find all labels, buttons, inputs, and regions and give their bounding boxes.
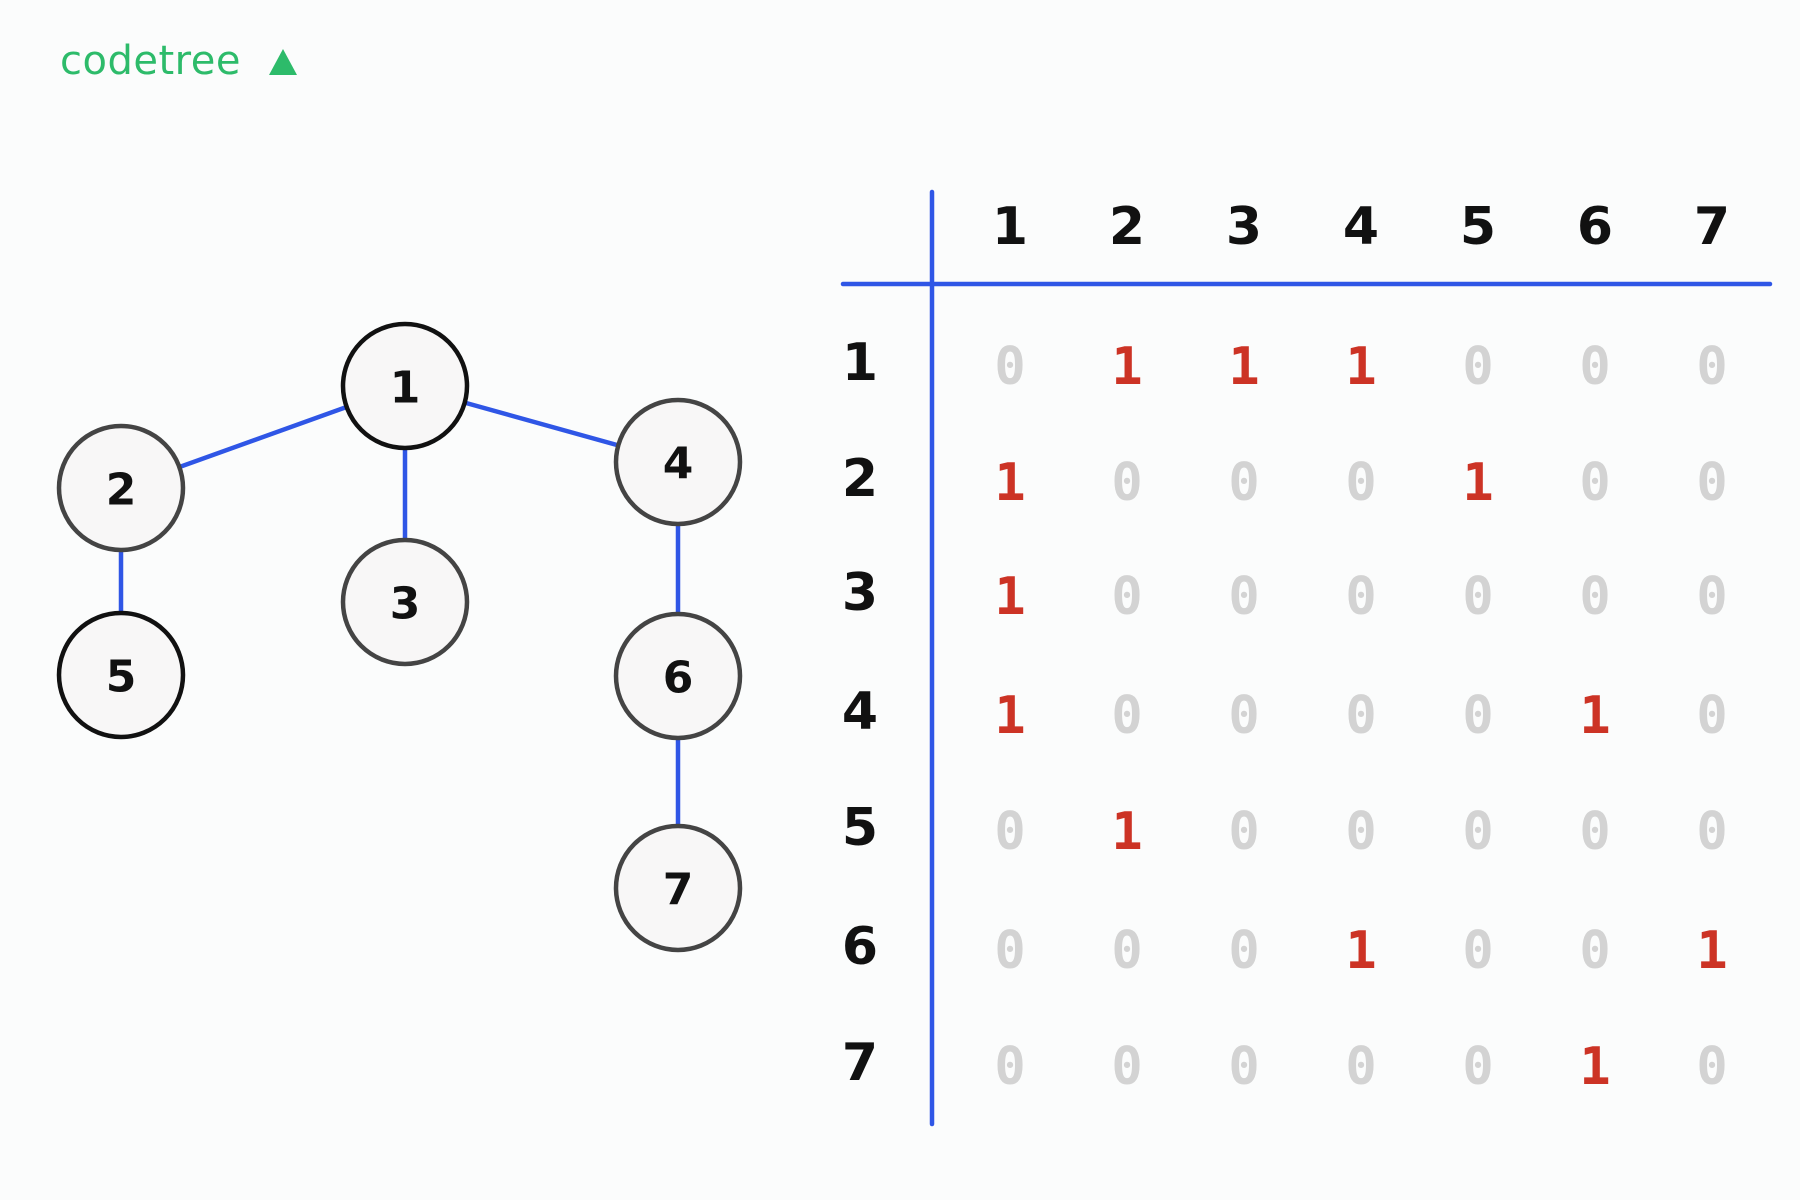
matrix-cell: 0	[1228, 567, 1259, 627]
matrix-cell: 0	[1345, 453, 1376, 513]
matrix-cell: 0	[1111, 921, 1142, 981]
matrix-cell: 0	[1345, 1037, 1376, 1097]
matrix-cell: 0	[1579, 453, 1610, 513]
matrix-cell: 0	[994, 1037, 1025, 1097]
node-4: 4	[613, 397, 743, 527]
matrix-cell: 0	[1228, 1037, 1259, 1097]
matrix-cell: 0	[1696, 567, 1727, 627]
row-header: 6	[842, 917, 878, 977]
node-3: 3	[340, 537, 470, 667]
node-6: 6	[613, 611, 743, 741]
matrix-cell: 0	[1228, 686, 1259, 746]
matrix-cell: 1	[1579, 1037, 1610, 1097]
node-circle	[613, 823, 743, 953]
node-label: 3	[390, 579, 421, 630]
matrix-cell: 1	[1462, 453, 1493, 513]
matrix-cell: 0	[1462, 686, 1493, 746]
node-circle	[340, 321, 470, 451]
matrix-cell: 0	[1696, 802, 1727, 862]
matrix-cells: 0 1 1 1 0 0 0 1 0 0 0 1 0 0 1 0 0 0 0 0 0 1 0 0 0 0 1 0 0 1 0 0 0 0 0 0 0 0 1 0…	[994, 337, 1727, 1097]
matrix-cell: 0	[1696, 337, 1727, 397]
column-header: 7	[1694, 197, 1730, 257]
matrix-cell: 0	[1228, 921, 1259, 981]
matrix-cell: 0	[1345, 802, 1376, 862]
node-circle	[340, 537, 470, 667]
matrix-cell: 0	[1462, 337, 1493, 397]
matrix-cell: 0	[994, 337, 1025, 397]
node-label: 4	[663, 439, 694, 490]
matrix-cell: 1	[1696, 921, 1727, 981]
matrix-cell: 0	[1579, 921, 1610, 981]
matrix-cell: 1	[994, 686, 1025, 746]
matrix-cell: 0	[1696, 1037, 1727, 1097]
row-headers: 1 2 3 4 5 6 7	[842, 333, 878, 1093]
matrix-cell: 0	[1462, 1037, 1493, 1097]
node-label: 1	[390, 363, 421, 414]
matrix-cell: 1	[1345, 337, 1376, 397]
matrix-cell: 0	[1228, 453, 1259, 513]
row-header: 5	[842, 798, 878, 858]
matrix-cell: 0	[1228, 802, 1259, 862]
matrix-cell: 0	[1111, 1037, 1142, 1097]
matrix-cell: 0	[1111, 453, 1142, 513]
column-header: 4	[1343, 197, 1379, 257]
node-label: 7	[663, 865, 694, 916]
matrix-cell: 0	[1345, 567, 1376, 627]
matrix-cell: 0	[994, 802, 1025, 862]
matrix-cell: 0	[1111, 686, 1142, 746]
matrix-cell: 0	[1462, 802, 1493, 862]
matrix-cell: 0	[1579, 802, 1610, 862]
column-headers: 1 2 3 4 5 6 7	[992, 197, 1730, 257]
row-header: 1	[842, 333, 878, 393]
node-circle	[56, 423, 186, 553]
row-header: 3	[842, 563, 878, 623]
matrix-cell: 1	[994, 567, 1025, 627]
column-header: 1	[992, 197, 1028, 257]
matrix-cell: 1	[1579, 686, 1610, 746]
matrix-cell: 0	[1696, 453, 1727, 513]
node-circle	[56, 610, 186, 740]
node-1: 1	[340, 321, 470, 451]
row-header: 2	[842, 449, 878, 509]
node-label: 6	[663, 653, 694, 704]
node-5: 5	[56, 610, 186, 740]
matrix-cell: 0	[1462, 567, 1493, 627]
matrix-cell: 1	[1111, 337, 1142, 397]
column-header: 2	[1109, 197, 1145, 257]
matrix-cell: 0	[1696, 686, 1727, 746]
node-label: 5	[106, 652, 137, 703]
node-circle	[613, 397, 743, 527]
matrix-cell: 0	[994, 921, 1025, 981]
brand-logo: codetree	[60, 38, 241, 84]
column-header: 5	[1460, 197, 1496, 257]
graph-nodes: 1 2 3 4 5 6 7	[56, 321, 743, 953]
matrix-cell: 0	[1579, 567, 1610, 627]
matrix-cell: 0	[1111, 567, 1142, 627]
row-header: 7	[842, 1033, 878, 1093]
matrix-cell: 0	[1579, 337, 1610, 397]
node-2: 2	[56, 423, 186, 553]
matrix-cell: 1	[1228, 337, 1259, 397]
column-header: 6	[1577, 197, 1613, 257]
column-header: 3	[1226, 197, 1262, 257]
matrix-cell: 1	[1111, 802, 1142, 862]
node-7: 7	[613, 823, 743, 953]
matrix-cell: 0	[1345, 686, 1376, 746]
triangle-icon	[269, 49, 297, 75]
matrix-cell: 1	[1345, 921, 1376, 981]
node-label: 2	[106, 465, 137, 516]
matrix-cell: 1	[994, 453, 1025, 513]
matrix-cell: 0	[1462, 921, 1493, 981]
row-header: 4	[842, 682, 878, 742]
node-circle	[613, 611, 743, 741]
